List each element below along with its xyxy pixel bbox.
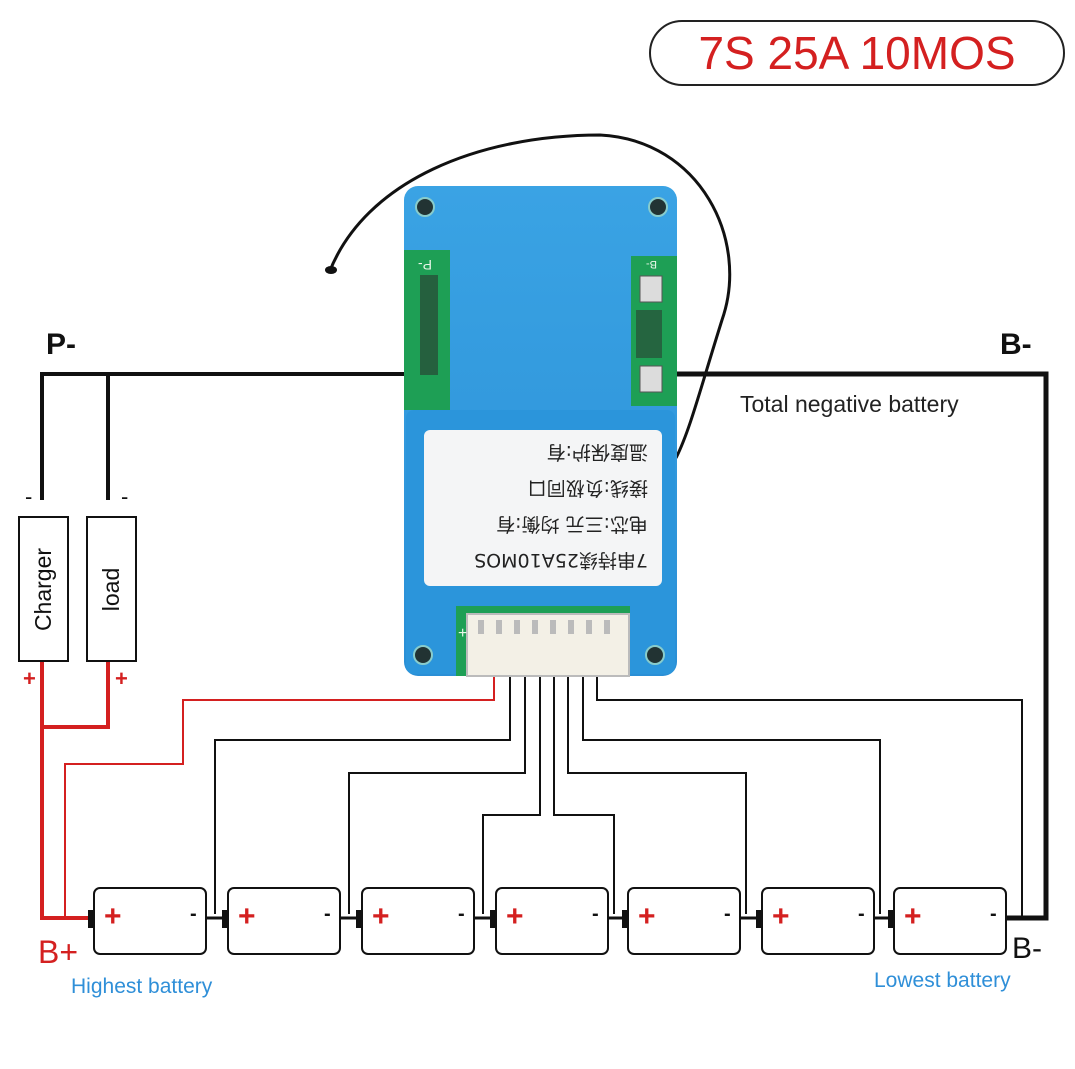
highest-battery-label: Highest battery xyxy=(71,975,213,998)
battery-plus-sign: + xyxy=(904,900,922,933)
bms-spec-sticker: 7串持续25A10MOS 电芯:三元 均衡:有 接线:负极同口 温度保护:有 xyxy=(424,430,662,586)
load-label: load xyxy=(97,567,124,611)
battery-plus-sign: + xyxy=(772,900,790,933)
sticker-line: 温度保护:有 xyxy=(546,441,648,464)
battery-minus-sign: - xyxy=(858,903,865,925)
lowest-battery-label: Lowest battery xyxy=(874,969,1011,992)
load-box: load xyxy=(86,516,137,662)
battery-cell xyxy=(888,887,1007,955)
battery-cell xyxy=(622,887,741,955)
p-minus-label: P- xyxy=(46,328,76,361)
mount-hole-top-right xyxy=(648,197,668,217)
battery-cell xyxy=(88,887,207,955)
battery-minus-sign: - xyxy=(990,903,997,925)
mount-hole-bottom-left xyxy=(413,645,433,665)
mount-hole-bottom-right xyxy=(645,645,665,665)
battery-minus-sign: - xyxy=(724,903,731,925)
battery-plus-sign: + xyxy=(104,900,122,933)
p-minus-bus-wire xyxy=(40,372,410,500)
charger-label: Charger xyxy=(30,547,57,631)
b-plus-label: B+ xyxy=(38,934,79,970)
battery-cell xyxy=(356,887,475,955)
battery-plus-sign: + xyxy=(638,900,656,933)
charger-minus-sign: - xyxy=(25,484,33,509)
battery-minus-sign: - xyxy=(324,903,331,925)
temperature-probe-tip xyxy=(325,266,337,274)
load-plus-sign: + xyxy=(115,666,128,691)
battery-minus-sign: - xyxy=(592,903,599,925)
b-minus-bottom-label: B- xyxy=(1012,932,1042,965)
balance-wires xyxy=(214,676,1023,918)
load-plus-wire xyxy=(42,662,110,729)
sticker-line: 接线:负极同口 xyxy=(527,477,648,500)
sticker-line: 电芯:三元 均衡:有 xyxy=(496,513,648,536)
battery-plus-sign: + xyxy=(372,900,390,933)
battery-cell xyxy=(222,887,341,955)
battery-plus-sign: + xyxy=(506,900,524,933)
pcb-p-minus-mark: P- xyxy=(418,257,432,273)
balance-connector xyxy=(466,613,630,677)
battery-plus-sign: + xyxy=(238,900,256,933)
charger-box: Charger xyxy=(18,516,69,662)
total-negative-label: Total negative battery xyxy=(740,391,959,417)
battery-minus-sign: - xyxy=(458,903,465,925)
connector-plus-mark: + xyxy=(458,625,468,642)
temperature-probe-wire xyxy=(327,133,732,459)
spec-badge: 7S 25A 10MOS xyxy=(649,20,1065,86)
spec-badge-text: 7S 25A 10MOS xyxy=(698,27,1016,79)
b-minus-top-label: B- xyxy=(1000,328,1032,361)
mount-hole-top-left xyxy=(415,197,435,217)
sticker-line: 7串持续25A10MOS xyxy=(474,549,648,572)
b-minus-total-wire xyxy=(672,371,1049,921)
charger-plus-wire xyxy=(40,662,92,920)
pcb-b-minus-mark: B- xyxy=(646,258,657,270)
battery-cell xyxy=(490,887,609,955)
battery-cell xyxy=(756,887,875,955)
balance-wire-highest xyxy=(64,676,495,918)
battery-minus-sign: - xyxy=(190,903,197,925)
charger-plus-sign: + xyxy=(23,666,36,691)
battery-pack xyxy=(88,887,1007,955)
load-minus-sign: - xyxy=(121,484,129,509)
